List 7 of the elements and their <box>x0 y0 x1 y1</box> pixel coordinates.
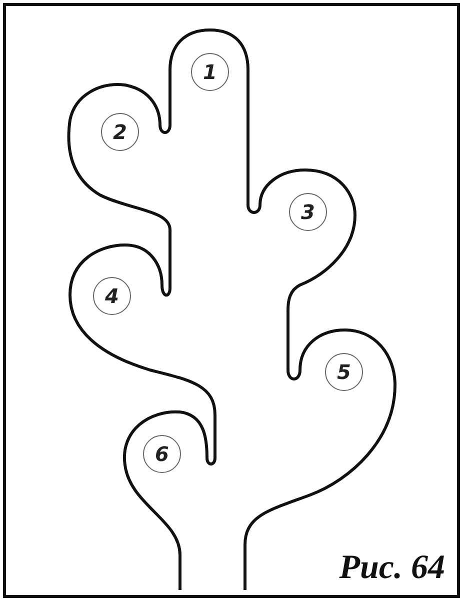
numbered-circle: 6 <box>143 435 181 473</box>
numbered-circle: 5 <box>325 353 363 391</box>
numbered-circle: 3 <box>289 193 327 231</box>
numbered-circle: 1 <box>191 53 229 91</box>
numbered-circle: 2 <box>101 113 139 151</box>
figure-caption: Рис. 64 <box>339 549 445 587</box>
numbered-circle: 4 <box>93 277 131 315</box>
